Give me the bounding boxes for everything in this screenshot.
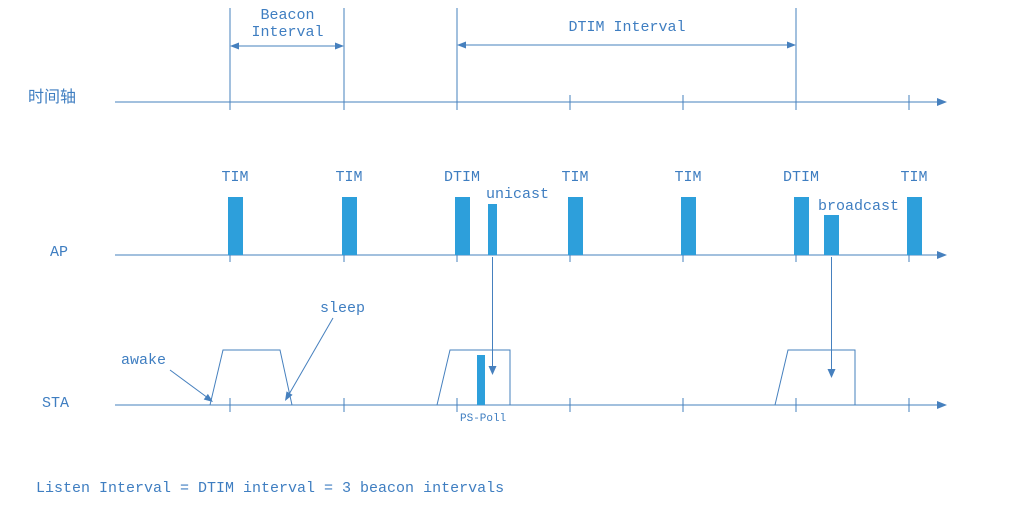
time-axis-label: 时间轴 bbox=[28, 89, 77, 107]
awake-pointer-line bbox=[169, 369, 209, 399]
awake-bump-2 bbox=[436, 349, 511, 406]
broadcast-arrowhead bbox=[827, 369, 836, 378]
ap-axis-arrowhead bbox=[937, 251, 947, 259]
dtim-label-1: DTIM bbox=[443, 169, 480, 186]
beacon-interval-label-line2: Interval bbox=[251, 23, 324, 41]
awake-label: awake bbox=[121, 352, 167, 369]
beacon-interval-label-line1: Beacon bbox=[260, 7, 315, 24]
tim-label-3: TIM bbox=[561, 169, 589, 186]
tim-label-2: TIM bbox=[335, 169, 363, 186]
dtim-arrowhead-left bbox=[457, 41, 466, 49]
beacon-arrowhead-right bbox=[335, 42, 344, 50]
tim-label-4: TIM bbox=[674, 169, 702, 186]
tim-bar-2 bbox=[342, 197, 357, 255]
broadcast-label: broadcast bbox=[818, 198, 900, 215]
ap-axis-label: AP bbox=[50, 244, 69, 261]
dtim-bar-1 bbox=[455, 197, 470, 255]
tim-bar-1 bbox=[228, 197, 243, 255]
sleep-pointer-line bbox=[287, 317, 334, 397]
beacon-interval-label: Beacon Interval bbox=[240, 7, 335, 41]
unicast-label: unicast bbox=[486, 186, 550, 203]
tim-bar-4 bbox=[681, 197, 696, 255]
ps-poll-bar bbox=[477, 355, 485, 405]
awake-arrowhead bbox=[203, 393, 213, 402]
dtim-interval-label: DTIM Interval bbox=[568, 19, 686, 36]
sta-axis-label: STA bbox=[42, 395, 70, 412]
tim-bar-5 bbox=[907, 197, 922, 255]
tim-label-1: TIM bbox=[221, 169, 249, 186]
awake-bump-3 bbox=[774, 349, 856, 406]
tim-bar-3 bbox=[568, 197, 583, 255]
caption: Listen Interval = DTIM interval = 3 beac… bbox=[36, 480, 505, 497]
sta-axis-arrowhead bbox=[937, 401, 947, 409]
awake-bump-1 bbox=[209, 349, 293, 406]
dtim-bar-2 bbox=[794, 197, 809, 255]
dtim-label-2: DTIM bbox=[782, 169, 819, 186]
ps-poll-label: PS-Poll bbox=[460, 413, 507, 425]
sleep-arrowhead bbox=[285, 391, 293, 401]
time-axis-arrowhead bbox=[937, 98, 947, 106]
tim-label-5: TIM bbox=[900, 169, 928, 186]
dtim-arrowhead-right bbox=[787, 41, 796, 49]
unicast-frame-bar bbox=[488, 204, 497, 255]
beacon-arrowhead-left bbox=[230, 42, 239, 50]
sleep-label: sleep bbox=[320, 300, 366, 317]
broadcast-frame-bar bbox=[824, 215, 839, 255]
unicast-arrowhead bbox=[488, 366, 497, 375]
